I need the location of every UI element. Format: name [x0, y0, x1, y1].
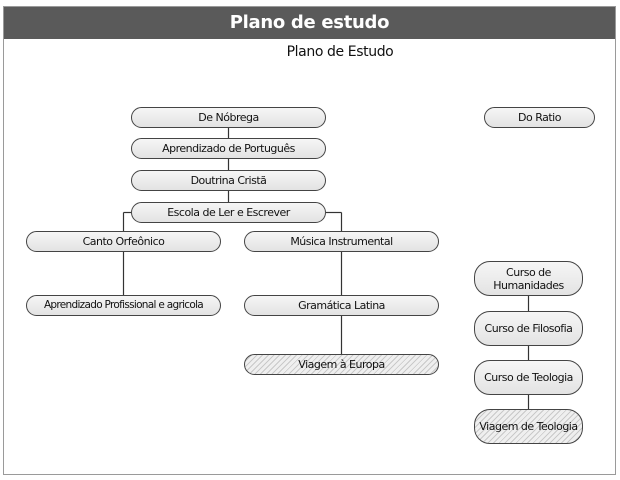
node-canto-orfeonico: Canto Orfeônico — [26, 231, 221, 252]
node-musica-instrumental: Música Instrumental — [244, 231, 439, 252]
node-doutrina-crista: Doutrina Cristã — [131, 170, 326, 191]
node-aprendizado-portugues: Aprendizado de Português — [131, 138, 326, 159]
node-curso-humanidades: Curso de Humanidades — [474, 261, 583, 296]
diagram-title: Plano de Estudo — [286, 44, 394, 60]
node-curso-filosofia: Curso de Filosofia — [474, 311, 583, 346]
node-viagem-teologia: Viagem de Teologia — [474, 409, 583, 444]
node-de-nobrega: De Nóbrega — [131, 107, 326, 128]
node-viagem-europa: Viagem à Europa — [244, 354, 439, 375]
node-escola-ler-escrever: Escola de Ler e Escrever — [131, 202, 326, 223]
header-bar: Plano de estudo — [4, 7, 615, 39]
node-gramatica-latina: Gramática Latina — [244, 295, 439, 316]
node-do-ratio: Do Ratio — [484, 107, 595, 128]
node-aprendizado-profissional: Aprendizado Profissional e agricola — [26, 295, 221, 316]
header-title: Plano de estudo — [229, 12, 390, 33]
node-curso-teologia: Curso de Teologia — [474, 360, 583, 395]
